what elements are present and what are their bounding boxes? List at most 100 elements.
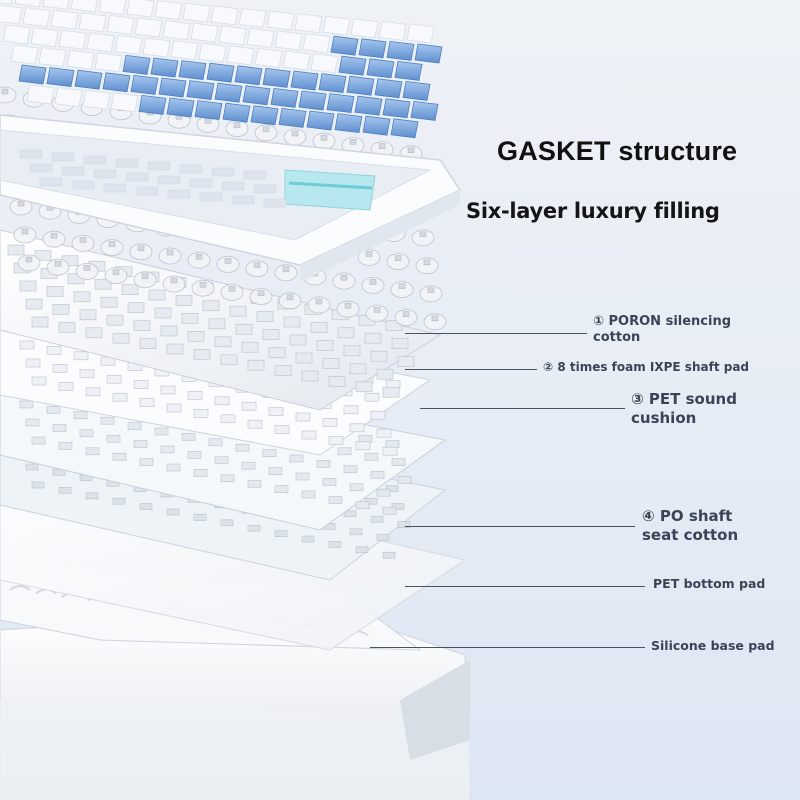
- keycap: [82, 89, 111, 110]
- perforation: [133, 440, 148, 448]
- frame-slot: [61, 166, 85, 176]
- switch-stem: [262, 126, 270, 133]
- switch-stem: [112, 269, 120, 275]
- keycap: [206, 62, 235, 83]
- perforation: [322, 478, 337, 486]
- frame-slot: [135, 186, 159, 196]
- perforation: [127, 302, 145, 313]
- keycap: [386, 40, 415, 61]
- label-poron-line2: cotton: [593, 330, 641, 346]
- keycap: [406, 23, 435, 44]
- perforation: [268, 407, 284, 416]
- perforation: [343, 405, 359, 415]
- switch-stem: [257, 290, 265, 296]
- keycap: [238, 7, 267, 28]
- perforation: [283, 316, 301, 328]
- keycap: [282, 50, 311, 71]
- switch-stem: [21, 228, 29, 235]
- switch-stem: [291, 130, 299, 137]
- leader-line-poron: [405, 333, 587, 334]
- switch: [71, 234, 95, 252]
- perforation: [193, 409, 209, 418]
- keycap: [334, 113, 363, 134]
- label-po-shaft-line2: seat cotton: [642, 525, 739, 544]
- perforation: [355, 546, 369, 554]
- perforation: [268, 347, 286, 358]
- perforation: [247, 479, 262, 488]
- label-silicone-base-pad: Silicone base pad: [651, 638, 775, 654]
- switch: [75, 262, 99, 280]
- switch-stem: [365, 251, 373, 257]
- keycap: [162, 20, 191, 41]
- perforation: [349, 363, 367, 375]
- perforation: [382, 386, 400, 398]
- switch-stem: [394, 255, 402, 261]
- perforation: [154, 427, 169, 436]
- keycap: [122, 54, 151, 75]
- switch: [278, 292, 302, 310]
- keycap: [10, 44, 39, 65]
- frame-slot: [211, 167, 235, 177]
- switch: [13, 226, 37, 244]
- switch: [361, 276, 385, 294]
- switch-stem: [286, 294, 294, 301]
- keycap: [170, 40, 199, 61]
- switch-stem: [170, 277, 178, 284]
- keycap: [278, 107, 307, 128]
- keycap: [306, 110, 335, 131]
- label-pet-sound-cushion: ③ PET sound cushion: [631, 390, 737, 428]
- label-ixpe-line1: ② 8 times foam IXPE shaft pad: [543, 360, 750, 374]
- perforation: [364, 332, 382, 344]
- frame-slot: [263, 198, 287, 208]
- switch: [133, 271, 157, 289]
- perforation: [349, 528, 363, 536]
- perforation: [106, 434, 121, 443]
- switch-stem: [398, 283, 406, 289]
- switch-stem: [195, 253, 203, 260]
- frame-slot: [231, 195, 255, 205]
- perforation: [58, 322, 76, 333]
- keycap: [58, 29, 87, 50]
- frame-slot: [199, 192, 223, 202]
- keycap: [262, 67, 291, 88]
- perforation: [148, 289, 166, 301]
- perforation: [241, 461, 256, 470]
- perforation: [25, 358, 41, 368]
- switch-stem: [166, 249, 174, 256]
- switch: [249, 288, 273, 306]
- perforation: [364, 497, 378, 505]
- perforation: [193, 469, 208, 477]
- perforation: [274, 530, 288, 537]
- perforation: [31, 436, 46, 445]
- perforation: [262, 329, 280, 340]
- perforation: [160, 385, 176, 395]
- perforation: [262, 449, 277, 457]
- frame-slot: [83, 155, 107, 165]
- switch-stem: [141, 273, 149, 280]
- perforation: [295, 472, 310, 481]
- perforation: [235, 443, 250, 452]
- keycap: [126, 0, 155, 18]
- keycap: [210, 5, 239, 26]
- keycap: [98, 0, 127, 15]
- keycap: [290, 70, 319, 91]
- label-po-shaft-seat-cotton: ④ PO shaft seat cotton: [642, 507, 738, 545]
- frame-slot: [71, 180, 95, 190]
- perforation: [376, 488, 391, 497]
- keycap: [2, 24, 31, 45]
- perforation: [391, 338, 409, 349]
- keycap: [178, 60, 207, 81]
- perforation: [31, 481, 45, 489]
- perforation: [139, 503, 153, 510]
- frame-slot: [243, 170, 267, 180]
- keycap: [138, 94, 167, 115]
- perforation: [328, 496, 343, 504]
- switch: [365, 304, 389, 322]
- perforation: [310, 322, 328, 333]
- perforation: [19, 340, 35, 350]
- perforation: [34, 250, 52, 261]
- perforation: [214, 456, 229, 465]
- bottom-case: [0, 609, 471, 800]
- perforation: [46, 286, 64, 297]
- perforation: [328, 541, 342, 548]
